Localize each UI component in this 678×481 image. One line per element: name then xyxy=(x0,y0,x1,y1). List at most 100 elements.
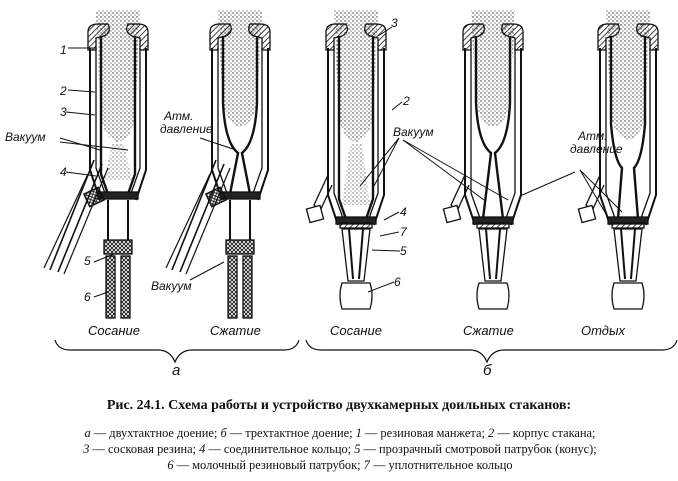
teat-liner-wall-left xyxy=(609,36,624,220)
label-2-left: 2 xyxy=(60,84,67,98)
sealing-ring xyxy=(611,222,645,229)
teat-cup-b-squeeze xyxy=(442,10,524,310)
label-6-right: 6 xyxy=(394,275,401,289)
teat-liner-wall-left xyxy=(337,36,348,220)
milk-tube-left xyxy=(227,255,238,319)
sealing-ring xyxy=(339,222,373,229)
teat-cup-a-squeeze xyxy=(165,10,271,319)
label-3-right: 3 xyxy=(391,16,398,30)
cone-liner xyxy=(485,228,501,280)
milk-rubber-tube xyxy=(339,282,373,310)
milk-rubber-tube xyxy=(611,282,645,310)
liner-neck xyxy=(229,200,251,240)
cup-body-wall-right xyxy=(135,48,147,201)
cup-body-inner-right xyxy=(251,48,263,197)
phase-label-b2: Сжатие xyxy=(463,323,514,338)
sealing-ring xyxy=(476,222,510,229)
viewing-cone xyxy=(341,228,371,282)
cup-body-inner-right xyxy=(367,48,379,222)
caption-key-7: 7 xyxy=(363,458,370,472)
atm-right-line-2: давление xyxy=(570,142,623,156)
hose-clamp xyxy=(82,186,106,208)
label-7: 7 xyxy=(400,225,407,239)
caption-line-3: 6 — молочный резиновый патрубок; 7 — упл… xyxy=(4,457,676,473)
side-nipple-cap xyxy=(305,204,325,224)
teat-cup-a-suction xyxy=(43,10,149,319)
group-brace-a xyxy=(54,339,300,364)
label-4-left: 4 xyxy=(60,165,67,179)
liner-neck xyxy=(107,200,129,240)
caption-text: — двухтактное доение; xyxy=(90,426,221,440)
cup-body-inner-left xyxy=(217,48,229,197)
cone-liner xyxy=(620,228,636,280)
label-3-left: 3 xyxy=(60,105,67,119)
label-vacuum-right: Вакуум xyxy=(393,125,434,139)
caption-text: — сосковая резина; xyxy=(89,442,200,456)
label-atm-pressure-b: Атм. давление xyxy=(570,130,623,156)
label-2-right: 2 xyxy=(403,94,410,108)
teat xyxy=(334,10,378,142)
figure-caption-legend: а — двухтактное доение; б — трехтактное … xyxy=(4,425,676,473)
pulse-hose-line-4 xyxy=(185,167,231,275)
pulse-hose-line-2 xyxy=(179,163,225,273)
label-5-left: 5 xyxy=(84,254,91,268)
milk-spray xyxy=(342,144,370,205)
caption-line-2: 3 — сосковая резина; 4 — соединительное … xyxy=(4,441,676,457)
cup-body-inner-left xyxy=(605,48,617,222)
label-atm-pressure-a: Атм. давление xyxy=(160,110,213,136)
label-4-right: 4 xyxy=(400,205,407,219)
teat xyxy=(96,10,140,142)
pulse-hose-line-3 xyxy=(43,173,89,269)
teat-liner-wall-right xyxy=(364,36,375,220)
atm-line-2: давление xyxy=(160,122,213,136)
caption-text: — молочный резиновый патрубок; xyxy=(173,458,364,472)
milk-tube-right xyxy=(242,255,253,319)
caption-text: — корпус стакана; xyxy=(494,426,596,440)
teat xyxy=(471,10,515,127)
caption-text: — трехтактное доение; xyxy=(226,426,356,440)
caption-key-3: 3 xyxy=(83,442,90,456)
teat-liner-wall-right xyxy=(493,36,512,220)
teat-cup-b-suction xyxy=(305,10,387,310)
cone-liner xyxy=(348,228,364,280)
milk-tube-left xyxy=(105,255,116,319)
label-vacuum-mid: Вакуум xyxy=(151,279,192,293)
milk-spray xyxy=(104,144,132,180)
viewing-cone xyxy=(478,228,508,282)
cup-body-wall-right xyxy=(645,48,657,226)
atm-line-1: Атм. xyxy=(164,109,194,123)
pulse-hose-line-1 xyxy=(171,159,217,271)
pulse-hose-line-2 xyxy=(57,163,103,273)
pulse-hose-line-4 xyxy=(63,167,109,275)
caption-line-1: а — двухтактное доение; б — трехтактное … xyxy=(4,425,676,441)
leader-lines xyxy=(59,26,623,298)
caption-key-4: 4 xyxy=(199,442,206,456)
teat-liner-wall-left xyxy=(99,36,110,195)
side-nipple-cap xyxy=(442,204,462,224)
caption-key-5: 5 xyxy=(354,442,361,456)
cup-body-wall-right xyxy=(373,48,385,226)
phase-label-a1: Сосание xyxy=(88,323,140,338)
label-1: 1 xyxy=(60,43,67,57)
teat-liner-wall-right xyxy=(632,36,647,220)
label-vacuum-left: Вакуум xyxy=(5,130,46,144)
cup-body-wall-right xyxy=(510,48,522,226)
teat xyxy=(218,10,262,127)
teat-liner-wall-right xyxy=(126,36,137,195)
milk-rubber-tube xyxy=(476,282,510,310)
teat-cup-b-rest xyxy=(577,10,659,310)
caption-key-b: б xyxy=(220,426,227,440)
figure-caption-title: Рис. 24.1. Схема работы и устройство дву… xyxy=(106,398,572,413)
phase-label-a2: Сжатие xyxy=(210,323,261,338)
group-brace-b xyxy=(305,339,678,364)
caption-key-6: 6 xyxy=(167,458,174,472)
caption-text: — соединительное кольцо; xyxy=(205,442,355,456)
teat xyxy=(606,10,650,140)
milk-tube-right xyxy=(120,255,131,319)
teat-liner-wall-left xyxy=(474,36,493,220)
group-label-a: а xyxy=(172,362,181,379)
caption-text: — резиновая манжета; xyxy=(361,426,489,440)
group-label-b: б xyxy=(483,362,492,379)
viewing-cone xyxy=(613,228,643,282)
cup-body-inner-right xyxy=(504,48,516,222)
